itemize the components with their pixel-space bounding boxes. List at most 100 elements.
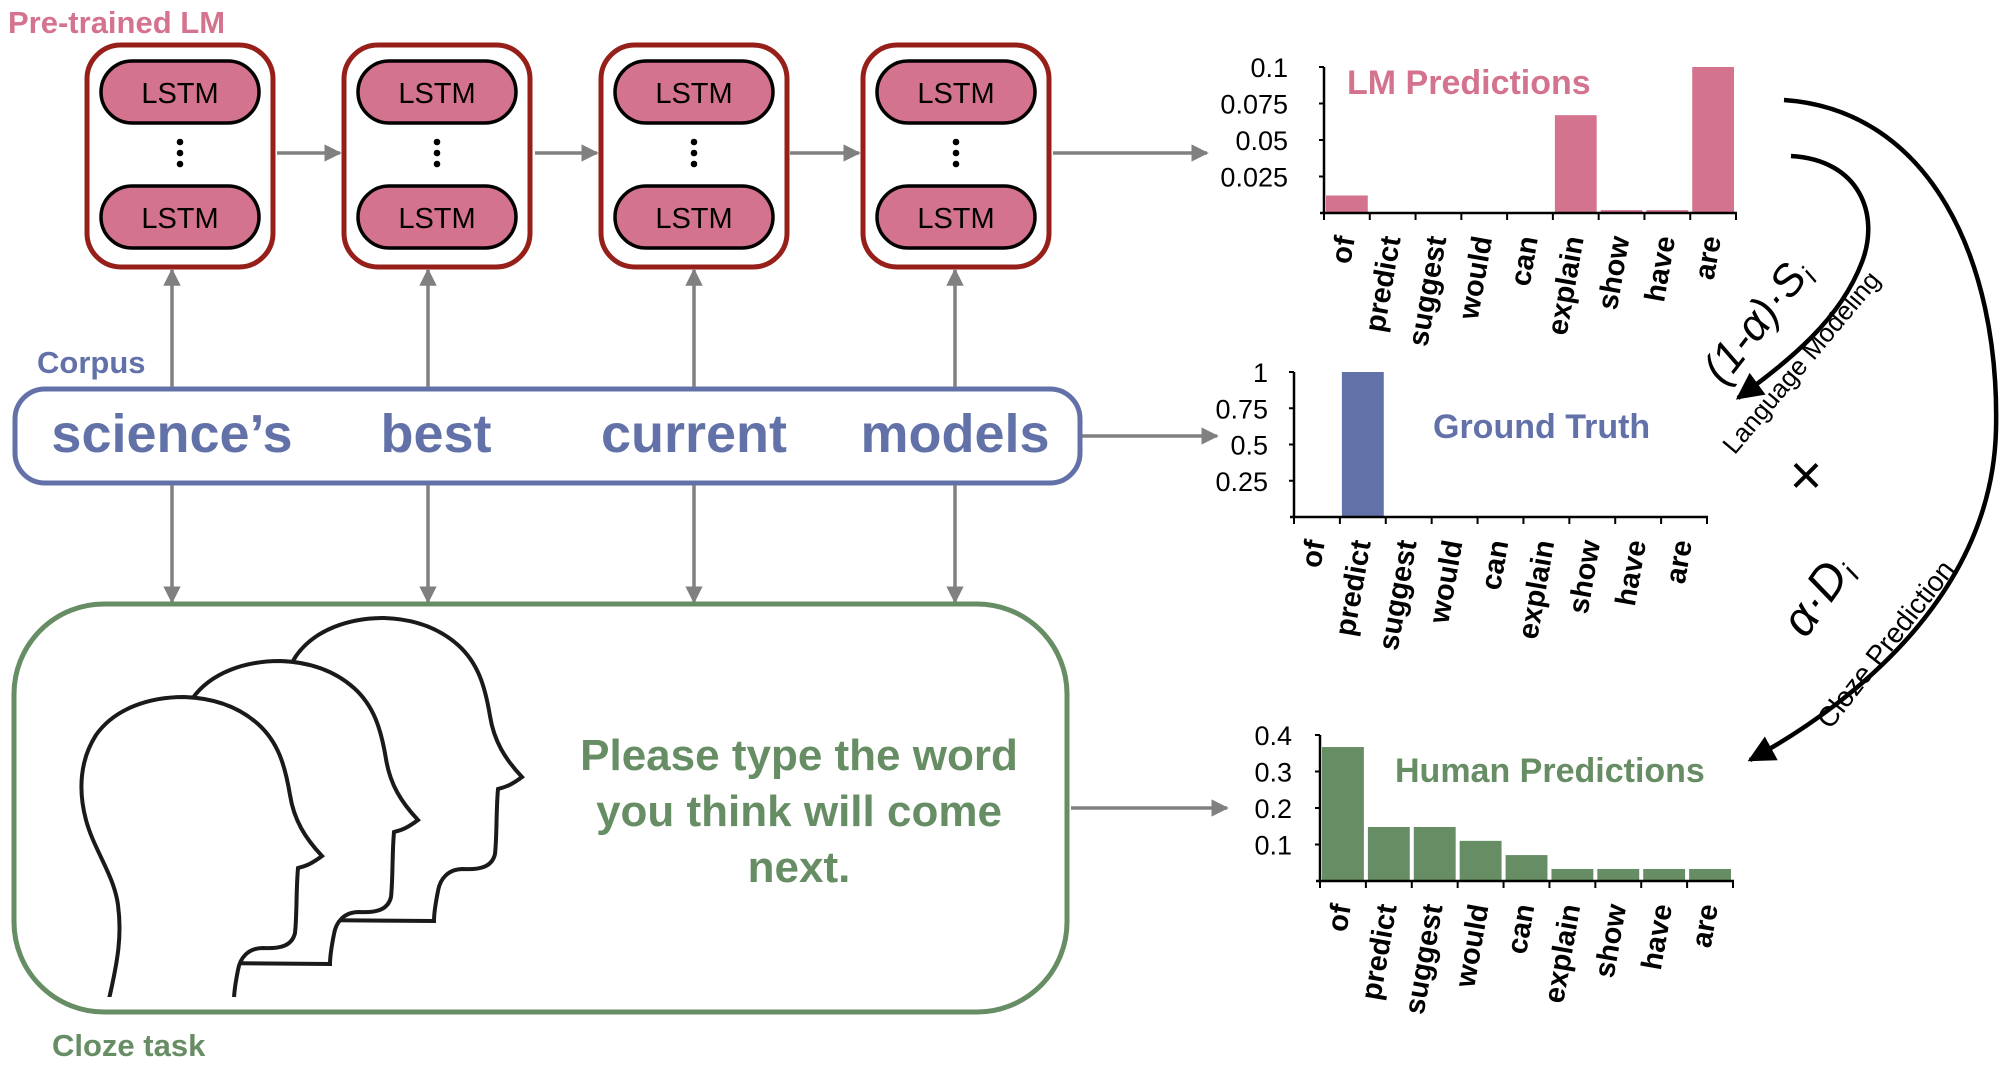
lstm-stack: LSTM LSTM [341,42,533,270]
y-tick-label: 0.05 [1235,126,1288,156]
head-icon-front [79,694,325,1003]
ellipsis-dot [176,138,184,146]
y-tick-label: 0.25 [1215,467,1268,497]
svg-text:α·Di: α·Di [1771,545,1867,648]
bar-show [1600,210,1643,213]
combine-symbol: × [1790,443,1823,506]
corpus-word: best [380,404,491,464]
corpus-word: science’s [51,404,292,464]
chart-title: Human Predictions [1395,752,1705,790]
ellipsis-dot [433,149,441,157]
ellipsis-dot [952,160,960,168]
bar-are [1689,868,1731,881]
bar-explain [1554,115,1597,213]
x-tick-label: would [1453,234,1499,323]
lstm-cell-bottom [613,184,775,250]
lstm-cell-bottom-label: LSTM [917,203,994,235]
corpus-title: Corpus [37,345,146,380]
bar-show [1597,868,1640,881]
bar-are [1692,67,1734,213]
lstm-cell-top-label: LSTM [917,78,994,110]
lstm-cell-bottom-label: LSTM [141,203,218,235]
corpus-word: models [860,404,1049,464]
x-tick-label: suggest [1373,537,1424,652]
x-tick-label: can [1501,902,1541,957]
ellipsis-dot [952,138,960,146]
lstm-cell-top [875,59,1037,125]
cloze-prompt-line-1: Please type the word [580,731,1018,780]
x-tick-label: can [1505,234,1545,289]
lstm-cell-bottom-label: LSTM [398,203,475,235]
x-tick-label: predict [1355,901,1403,1002]
cloze-weight-label: α·Di [1771,545,1867,648]
cloze-prompt: Please type the word you think will come… [580,731,1018,892]
x-tick-label: of [1326,233,1362,266]
lstm-cell-top [356,59,518,125]
lstm-stack: LSTM LSTM [84,42,276,270]
y-tick-label: 0.3 [1254,758,1292,788]
lstm-cell-top-label: LSTM [141,78,218,110]
y-tick-label: 0.5 [1230,431,1268,461]
y-tick-label: 0.025 [1220,163,1288,193]
x-tick-label: predict [1359,233,1407,334]
x-tick-label: explain [1512,538,1561,642]
x-tick-label: of [1296,537,1332,570]
lstm-cell-bottom [99,184,261,250]
x-tick-label: predict [1329,537,1377,638]
x-tick-label: explain [1542,234,1591,338]
bar-suggest [1413,826,1456,881]
ellipsis-dot [433,160,441,168]
lstm-cell-top-label: LSTM [398,78,475,110]
x-tick-label: show [1589,901,1633,980]
y-tick-label: 1 [1253,358,1268,388]
ellipsis-dot [690,149,698,157]
bar-explain [1551,868,1594,881]
x-tick-label: of [1322,901,1358,934]
cloze-prompt-line-3: next. [748,843,851,892]
x-tick-label: would [1449,902,1495,991]
x-tick-label: are [1660,538,1699,586]
human-heads-icon [79,615,525,1005]
corpus-box [12,386,1083,486]
ellipsis-dot [176,149,184,157]
x-tick-label: are [1686,902,1725,950]
x-tick-label: would [1423,538,1469,627]
x-tick-label: can [1475,538,1515,593]
y-tick-label: 0.4 [1254,721,1292,751]
ellipsis-dot [690,138,698,146]
bar-of [1326,195,1368,213]
x-tick-label: suggest [1399,901,1450,1016]
bar-predict [1367,826,1410,881]
ellipsis-dot [690,160,698,168]
ellipsis-dot [952,149,960,157]
lstm-cell-top [99,59,261,125]
x-tick-label: explain [1538,902,1587,1006]
bar-have [1646,210,1689,213]
y-tick-label: 0.1 [1250,53,1288,83]
chart-title: Ground Truth [1433,408,1650,446]
language-modeling-arc [1735,153,1871,400]
y-tick-label: 0.2 [1254,794,1292,824]
lstm-cell-bottom [356,184,518,250]
x-tick-label: are [1689,234,1728,282]
x-tick-label: show [1563,537,1607,616]
cloze-prompt-line-2: you think will come [596,787,1002,836]
y-tick-label: 0.75 [1215,394,1268,424]
x-tick-label: have [1610,538,1653,609]
lstm-cell-bottom-label: LSTM [655,203,732,235]
head-outline [79,694,325,1003]
bar-would [1459,840,1502,881]
bar-have [1643,868,1686,881]
corpus-word: current [601,404,787,464]
lstm-cell-bottom [875,184,1037,250]
x-tick-label: show [1592,233,1636,312]
bar-predict [1341,372,1384,517]
x-tick-label: suggest [1403,233,1454,348]
y-tick-label: 0.075 [1220,90,1288,120]
